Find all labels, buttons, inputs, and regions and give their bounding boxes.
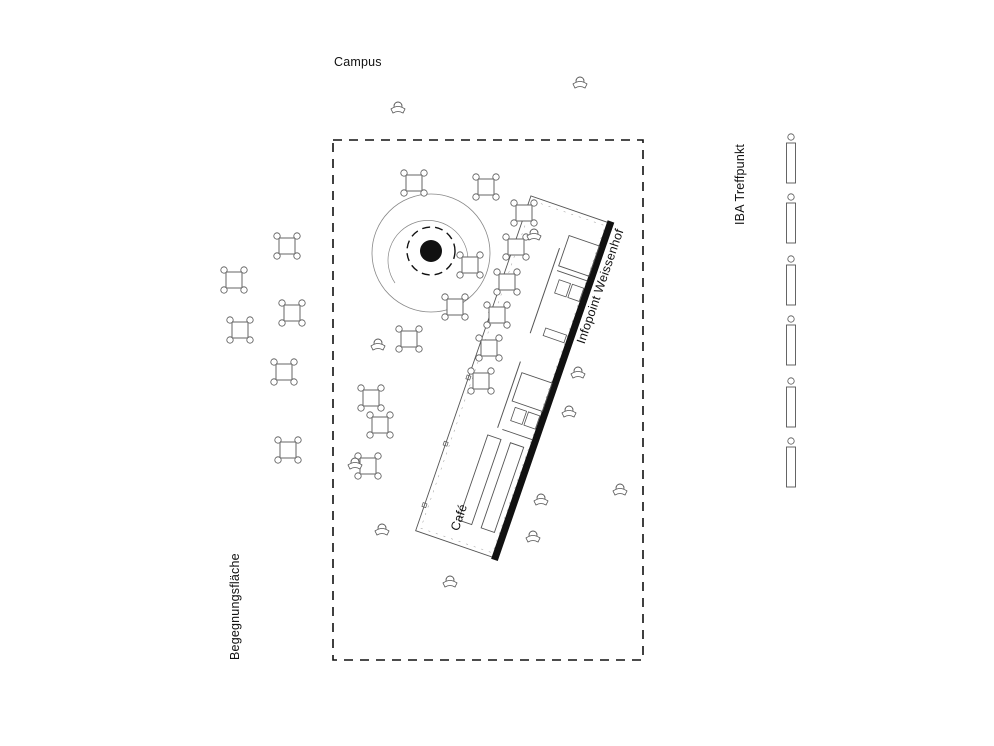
table-with-chairs-icon	[467, 367, 495, 395]
table-with-chairs-icon	[441, 293, 469, 321]
label-campus: Campus	[334, 55, 382, 69]
table-with-chairs-icon	[274, 436, 302, 464]
table-with-chairs-icon	[273, 232, 301, 260]
table-group-building	[456, 199, 538, 395]
bench-icon	[786, 377, 796, 428]
table-with-chairs-icon	[493, 268, 521, 296]
person-icon	[390, 101, 406, 114]
table-group-left	[220, 232, 306, 464]
bench-icon	[786, 437, 796, 488]
person-icon	[612, 483, 628, 496]
table-with-chairs-icon	[357, 384, 385, 412]
person-icon	[533, 493, 549, 506]
bench-icon	[786, 255, 796, 306]
table-with-chairs-icon	[510, 199, 538, 227]
person-icon	[374, 523, 390, 536]
table-with-chairs-icon	[400, 169, 428, 197]
person-icon	[442, 575, 458, 588]
table-with-chairs-icon	[226, 316, 254, 344]
tree-icon	[371, 193, 491, 313]
table-with-chairs-icon	[366, 411, 394, 439]
table-with-chairs-icon	[395, 325, 423, 353]
table-with-chairs-icon	[502, 233, 530, 261]
bench-icon	[786, 315, 796, 366]
person-icon	[572, 76, 588, 89]
person-icon	[525, 530, 541, 543]
label-iba-treffpunkt: IBA Treffpunkt	[733, 143, 747, 225]
label-begegnungsflaeche: Begegnungsfläche	[228, 553, 242, 660]
site-boundary	[332, 139, 644, 661]
table-with-chairs-icon	[475, 334, 503, 362]
bench-icon	[786, 133, 796, 184]
bench-row	[786, 133, 796, 488]
table-with-chairs-icon	[220, 266, 248, 294]
table-with-chairs-icon	[270, 358, 298, 386]
table-with-chairs-icon	[483, 301, 511, 329]
bench-icon	[786, 193, 796, 244]
table-with-chairs-icon	[456, 251, 484, 279]
infopoint-wall	[491, 220, 615, 562]
person-icon	[570, 366, 586, 379]
table-with-chairs-icon	[472, 173, 500, 201]
person-icon	[561, 405, 577, 418]
person-icon	[370, 338, 386, 351]
table-with-chairs-icon	[278, 299, 306, 327]
person-icon	[526, 228, 542, 241]
